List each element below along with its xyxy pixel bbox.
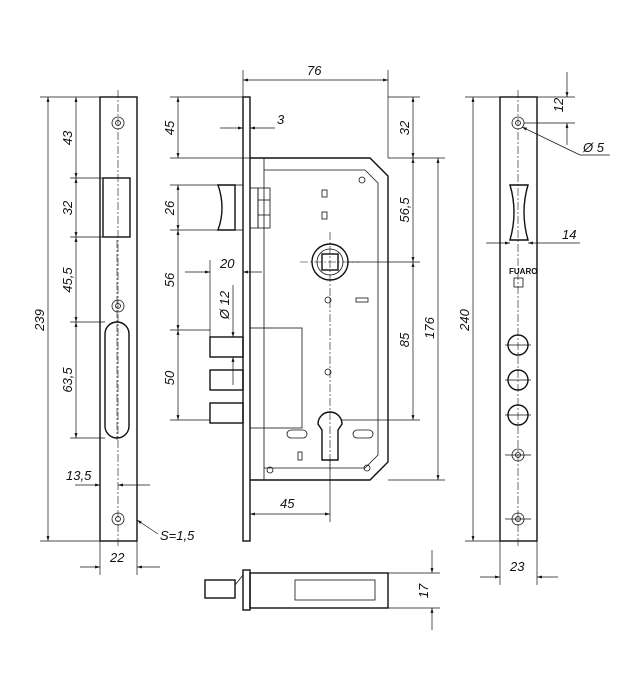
dim-56-5: 56,5 [397, 197, 412, 223]
dim-22: 22 [109, 550, 125, 565]
faceplate-front: FUARO [499, 90, 538, 548]
dim-17: 17 [416, 583, 431, 598]
dim-23: 23 [509, 559, 525, 574]
dim-20: 20 [219, 256, 235, 271]
dim-13-5: 13,5 [66, 468, 92, 483]
dim-3: 3 [277, 112, 285, 127]
dim-32-right: 32 [397, 120, 412, 135]
dim-45-backset: 45 [280, 496, 295, 511]
dim-26: 26 [162, 200, 177, 216]
dim-diameter-5: Ø 5 [582, 140, 605, 155]
dim-63-5: 63,5 [60, 367, 75, 393]
lock-body-dimensions: 76 3 45 26 56 50 20 Ø 12 32 5 [162, 63, 445, 522]
dim-50: 50 [162, 370, 177, 385]
dim-239: 239 [32, 309, 47, 332]
dim-32: 32 [60, 200, 75, 215]
side-view: 17 [204, 550, 440, 630]
latch-opening [102, 177, 131, 238]
dim-85: 85 [397, 332, 412, 347]
brand-logo: FUARO [509, 267, 537, 276]
lock-body [209, 96, 389, 542]
cylinder-cutout [317, 300, 343, 470]
faceplate-dimensions: 240 12 Ø 5 14 23 [457, 72, 610, 585]
dim-45-top: 45 [162, 120, 177, 135]
dim-14: 14 [562, 227, 576, 242]
dim-176: 176 [422, 316, 437, 338]
thickness-label: S=1,5 [160, 528, 195, 543]
follower-hub [300, 232, 360, 300]
dim-45-5: 45,5 [60, 267, 75, 293]
deadbolts [209, 327, 303, 429]
dim-240: 240 [457, 308, 472, 331]
dim-43: 43 [60, 130, 75, 145]
faceplate [242, 96, 251, 542]
latch-bolt [217, 184, 271, 231]
strike-plate [99, 90, 138, 548]
dim-76: 76 [307, 63, 322, 78]
dim-56: 56 [162, 272, 177, 287]
dim-diameter-12: Ø 12 [217, 290, 232, 320]
latch-slot [509, 184, 529, 241]
strike-plate-dimensions: 239 43 32 45,5 63,5 13,5 22 S=1,5 [32, 96, 195, 575]
dim-12: 12 [551, 97, 566, 112]
